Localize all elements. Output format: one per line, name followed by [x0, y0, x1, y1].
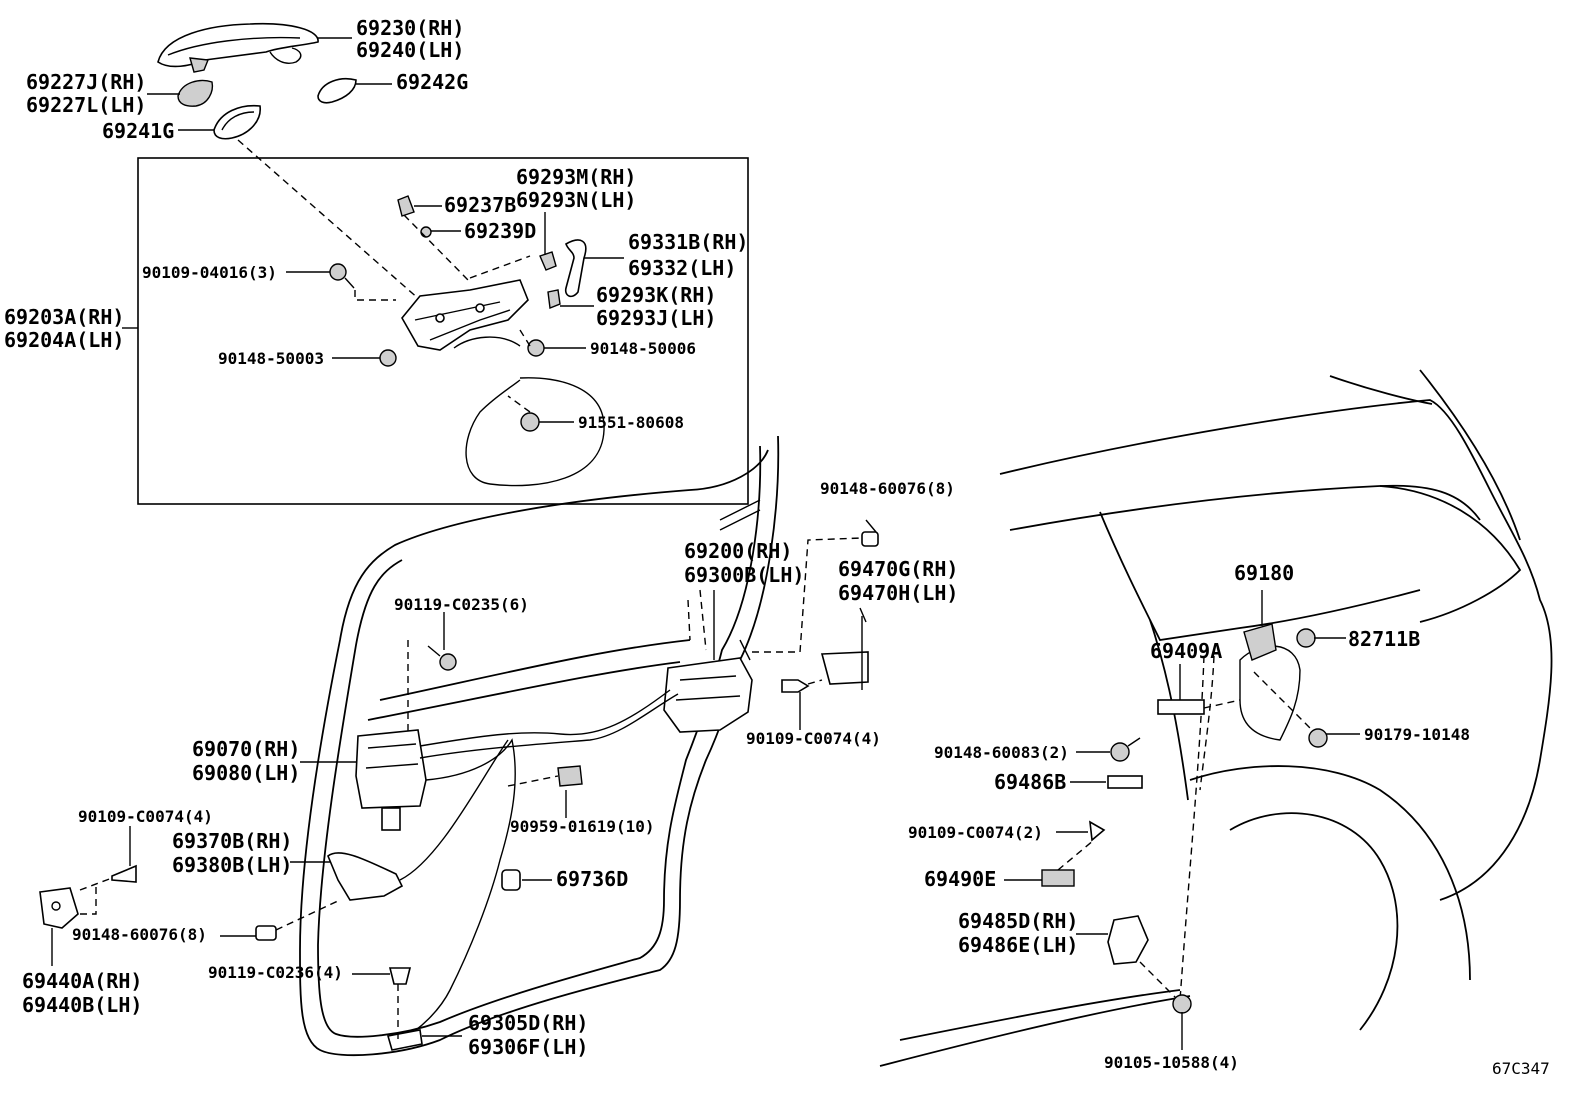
bolt-50003 — [379, 349, 397, 367]
label-69486b: 69486B — [994, 770, 1066, 794]
label-plate-lh: 69440B(LH) — [22, 993, 142, 1017]
part-69293mn — [539, 251, 557, 271]
bolt-10148 — [1308, 728, 1328, 748]
label-striker-lh: 69470H(LH) — [838, 581, 958, 605]
handle-frame-part — [401, 279, 529, 351]
label-hinge-lower-rh: 69370B(RH) — [172, 829, 292, 853]
part-69242g — [317, 78, 357, 104]
vehicle-body-outline — [879, 369, 1553, 1067]
bolt-04016 — [329, 263, 355, 289]
label-bolt-c0235: 90119-C0235(6) — [394, 595, 529, 614]
bolt-60083 — [1110, 737, 1141, 762]
label-bolt-60083: 90148-60083(2) — [934, 743, 1069, 762]
bolt-50006 — [527, 339, 545, 357]
label-frame-assy-lh: 69204A(LH) — [4, 328, 124, 352]
clip-80608 — [520, 412, 540, 432]
part-69490e — [1041, 869, 1075, 887]
label-bolt-60076-top: 90148-60076(8) — [820, 479, 955, 498]
part-69180 — [1243, 623, 1277, 661]
label-plate-rh: 69440A(RH) — [22, 969, 142, 993]
label-screw-c0074-c: 90109-C0074(2) — [908, 823, 1043, 842]
bolt-60076-top — [861, 531, 879, 547]
label-69180: 69180 — [1234, 561, 1294, 585]
label-bolt-60076-b: 90148-60076(8) — [72, 925, 207, 944]
rod-69331b — [564, 239, 587, 298]
label-control-lh: 69080(LH) — [192, 761, 300, 785]
clip-01619 — [557, 765, 583, 787]
screw-c0074-c — [1089, 820, 1106, 842]
bolt-60076-b — [255, 925, 277, 941]
part-69305 — [386, 1029, 423, 1051]
label-bolt-10148: 90179-10148 — [1364, 725, 1470, 744]
label-clip-80608: 91551-80608 — [578, 413, 684, 432]
label-69306f: 69306F(LH) — [468, 1035, 588, 1059]
lower-hinge-part — [327, 852, 404, 901]
label-handle-cap-lh: 69227L(LH) — [26, 93, 146, 117]
part-69293kj — [547, 289, 561, 309]
label-bolt-10588: 90105-10588(4) — [1104, 1053, 1239, 1072]
label-69305d: 69305D(RH) — [468, 1011, 588, 1035]
label-bolt-04016: 90109-04016(3) — [142, 263, 277, 282]
label-69485d: 69485D(RH) — [958, 909, 1078, 933]
label-lock-assy-rh: 69200(RH) — [684, 539, 792, 563]
door-lock-assy-part — [663, 639, 753, 733]
part-69237b — [397, 195, 415, 217]
part-69485 — [1107, 915, 1149, 965]
bolt-c0236 — [388, 967, 412, 985]
label-bolt-50003: 90148-50003 — [218, 349, 324, 368]
label-69242g: 69242G — [396, 70, 468, 94]
label-screw-c0074-a: 90109-C0074(4) — [746, 729, 881, 748]
label-69331b: 69331B(RH) — [628, 230, 748, 254]
door-control-part — [355, 729, 427, 831]
label-handle-cap-rh: 69227J(RH) — [26, 70, 146, 94]
label-69237b: 69237B — [444, 193, 516, 217]
part-69239d — [420, 226, 432, 238]
handle-cap-part — [177, 79, 214, 107]
part-82711b — [1296, 628, 1316, 648]
diagram-id: 67C347 — [1492, 1059, 1550, 1078]
label-screw-c0074-b: 90109-C0074(4) — [78, 807, 213, 826]
label-69293n: 69293N(LH) — [516, 188, 636, 212]
part-69241g — [213, 104, 261, 140]
label-striker-rh: 69470G(RH) — [838, 557, 958, 581]
label-69241g: 69241G — [102, 119, 174, 143]
label-69332: 69332(LH) — [628, 256, 736, 280]
label-69293j: 69293J(LH) — [596, 306, 716, 330]
label-control-rh: 69070(RH) — [192, 737, 300, 761]
striker-69470 — [820, 616, 869, 690]
handle-cable — [453, 336, 605, 487]
label-clip-01619: 90959-01619(10) — [510, 817, 655, 836]
label-69239d: 69239D — [464, 219, 536, 243]
label-bolt-c0236: 90119-C0236(4) — [208, 963, 343, 982]
part-69409a — [1157, 699, 1205, 715]
clip-69736d — [501, 869, 521, 891]
control-cables — [399, 689, 679, 1041]
label-69490e: 69490E — [924, 867, 996, 891]
label-frame-assy-rh: 69203A(RH) — [4, 305, 124, 329]
label-69736d: 69736D — [556, 867, 628, 891]
handle-frame-inset-box — [137, 157, 749, 505]
bolt-c0235 — [427, 645, 457, 671]
label-69293m: 69293M(RH) — [516, 165, 636, 189]
part-69486b — [1107, 775, 1143, 789]
screw-c0074-b — [111, 864, 137, 883]
screw-c0074-a — [781, 679, 810, 693]
outer-handle-part — [157, 22, 319, 73]
label-handle-outer-rh: 69230(RH) — [356, 16, 464, 40]
label-69409a: 69409A — [1150, 639, 1222, 663]
label-82711b: 82711B — [1348, 627, 1420, 651]
label-handle-outer-lh: 69240(LH) — [356, 38, 464, 62]
label-bolt-50006: 90148-50006 — [590, 339, 696, 358]
label-69293k: 69293K(RH) — [596, 283, 716, 307]
label-69486e: 69486E(LH) — [958, 933, 1078, 957]
plate-69440 — [39, 887, 79, 929]
label-hinge-lower-lh: 69380B(LH) — [172, 853, 292, 877]
label-lock-assy-lh: 69300B(LH) — [684, 563, 804, 587]
